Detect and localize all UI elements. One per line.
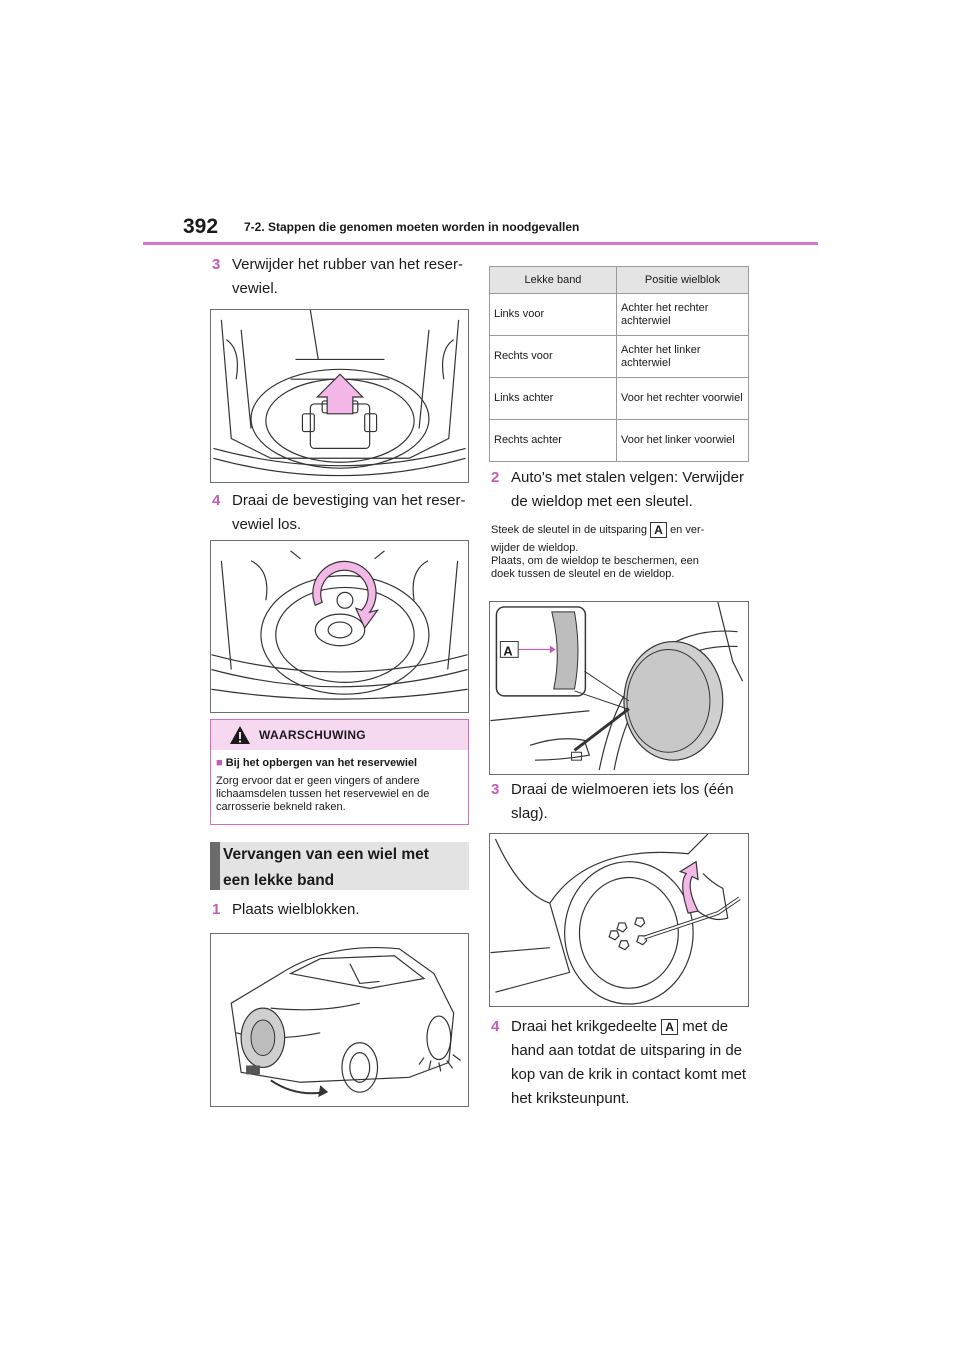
table-cell: Rechts achter: [489, 419, 617, 462]
table-header-row: Lekke band Positie wielblok: [489, 266, 749, 294]
note-line: Plaats, om de wieldop te beschermen, een: [491, 555, 699, 567]
figure-wheel-cap-removal: A: [489, 601, 749, 775]
step-text-line: vewiel.: [232, 280, 278, 297]
table-cell: Achter het linker achterwiel: [616, 335, 749, 378]
step-text: Draai het krikgedeelte: [511, 1018, 657, 1035]
table-header-chock-position: Positie wielblok: [616, 266, 749, 294]
label-a-callout: A: [503, 643, 512, 658]
step-text-line: slag).: [511, 805, 548, 822]
note-line: Steek de sleutel in de uitsparing A en v…: [491, 522, 761, 538]
page-number: 392: [183, 215, 219, 238]
table-cell: Voor het linker voorwiel: [616, 419, 749, 462]
step-number: 3: [491, 781, 500, 798]
step-text-line: Draai het krikgedeelte A met de: [491, 1015, 761, 1039]
figure-spare-wheel-fastener: [210, 540, 469, 713]
step-text-line: hand aan totdat de uitsparing in de: [511, 1042, 743, 1059]
figure-trunk-rubber: [210, 309, 469, 483]
figure-loosen-wheel-nuts: [489, 833, 749, 1007]
table-row: Links voor Achter het rechter achterwiel: [489, 293, 749, 336]
section-title-line: een lekke band: [223, 872, 335, 889]
step-text-line: kop van de krik in contact komt met: [511, 1066, 747, 1083]
section-title: Vervangen van een wiel met een lekke ban…: [223, 842, 463, 894]
step-text-line: de wieldop met een sleutel.: [511, 493, 693, 510]
step-text: Plaats wielblokken.: [232, 901, 360, 918]
step-text-line: het kriksteunpunt.: [511, 1090, 630, 1107]
table-row: Rechts voor Achter het linker achterwiel: [489, 335, 749, 378]
car-wheel-chocks-illustration: [230, 946, 461, 1098]
warning-body: Zorg ervoor dat er geen vingers of ander…: [216, 775, 430, 813]
warning-header: WAARSCHUWING: [211, 720, 468, 750]
step-text-line: Verwijder het rubber van het reser-: [232, 256, 463, 273]
step-text-line: vewiel los.: [232, 516, 302, 533]
table-row: Links achter Voor het rechter voorwiel: [489, 377, 749, 420]
note-line: wijder de wieldop.: [491, 542, 579, 554]
step-number: 4: [491, 1018, 500, 1035]
warning-box: WAARSCHUWING ■ Bij het opbergen van het …: [210, 719, 469, 825]
step-number: 3: [212, 256, 221, 273]
note-text: Steek de sleutel in de uitsparing: [491, 523, 647, 536]
loosen-nuts-illustration: [490, 834, 741, 1005]
table-row: Rechts achter Voor het linker voorwiel: [489, 419, 749, 462]
trunk-rubber-illustration: [213, 310, 466, 477]
warning-subtitle-text: Bij het opbergen van het reservewiel: [225, 757, 418, 769]
header-rule: [143, 242, 818, 245]
table-cell: Links voor: [489, 293, 617, 336]
step-3-loosen-nuts: 3 Draai de wielmoeren iets los (één slag…: [491, 778, 761, 826]
wheel-chock-table: Lekke band Positie wielblok Links voor A…: [489, 266, 749, 462]
step-text: met de: [682, 1018, 729, 1035]
step-text-line: Draai de bevestiging van het reser-: [232, 492, 466, 509]
table-cell: Links achter: [489, 377, 617, 420]
step-1-place-chocks: 1 Plaats wielblokken.: [212, 898, 472, 922]
label-a-marker: A: [650, 522, 667, 538]
figure-car-wheel-chocks: [210, 933, 469, 1107]
step-number: 1: [212, 901, 221, 918]
step-text-line: Auto's met stalen velgen: Verwijder: [511, 469, 744, 486]
section-heading: Vervangen van een wiel met een lekke ban…: [210, 842, 469, 890]
step-number: 2: [491, 469, 500, 486]
spare-wheel-illustration: [211, 550, 468, 700]
section-title-line: Vervangen van een wiel met: [223, 846, 429, 863]
table-header-flat-tire: Lekke band: [489, 266, 617, 294]
wheel-cap-removal-illustration: A: [490, 602, 744, 771]
table-cell: Rechts voor: [489, 335, 617, 378]
section-heading-bar: [210, 842, 220, 890]
label-a-marker: A: [661, 1019, 679, 1036]
note-line: doek tussen de sleutel en de wieldop.: [491, 568, 675, 580]
note-wheel-cap: Steek de sleutel in de uitsparing A en v…: [491, 522, 761, 581]
step-3-remove-rubber: 3 Verwijder het rubber van het reser- ve…: [212, 253, 472, 301]
step-4-loosen-fastener: 4 Draai de bevestiging van het reser- ve…: [212, 489, 472, 537]
step-text-line: Draai de wielmoeren iets los (één: [511, 781, 734, 798]
warning-bullet: ■: [216, 757, 223, 769]
table-cell: Achter het rechter achterwiel: [616, 293, 749, 336]
warning-title: WAARSCHUWING: [259, 728, 366, 742]
chapter-header: 7-2. Stappen die genomen moeten worden i…: [244, 220, 580, 234]
warning-triangle-icon: [230, 726, 250, 744]
step-2-remove-wheel-cap: 2 Auto's met stalen velgen: Verwijder de…: [491, 466, 761, 514]
step-number: 4: [212, 492, 221, 509]
warning-subtitle: ■ Bij het opbergen van het reservewiel: [216, 757, 417, 769]
step-4-turn-jack: 4 Draai het krikgedeelte A met de hand a…: [491, 1015, 761, 1111]
table-cell: Voor het rechter voorwiel: [616, 377, 749, 420]
note-text: en ver-: [670, 523, 705, 536]
